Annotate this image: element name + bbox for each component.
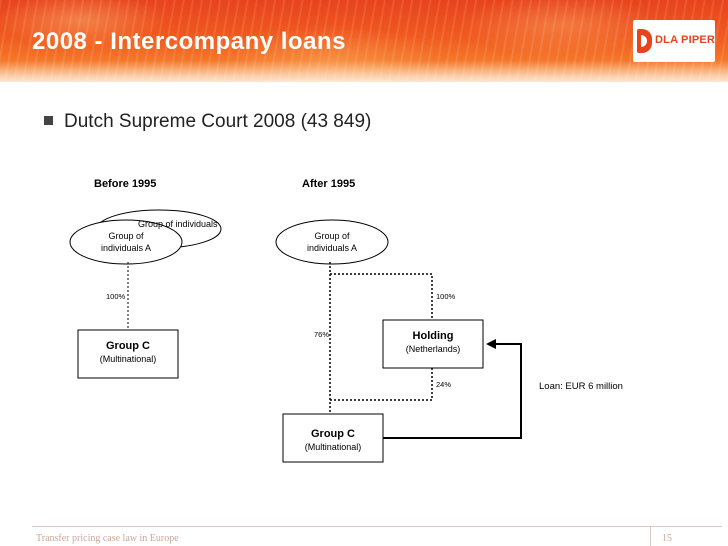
after-group-c-box [282,413,384,463]
before-group-b-text: Group of individuals B [138,219,220,229]
holding-title: Holding [412,330,454,342]
after-group-a-text: Group of individuals A [282,230,382,254]
after-1995-label: After 1995 [302,178,356,190]
loan-arrow [383,339,522,439]
before-group-a-text: Group of individuals A [76,230,176,254]
after-holding-box [382,319,484,369]
before-group-a-line2: individuals A [100,243,152,253]
holding-sub: (Netherlands) [405,344,461,354]
after-group-a-line1: Group of [314,231,350,241]
before-pct-100: 100% [106,292,126,301]
banner-fade [0,60,728,86]
after-pct-76: 76% [314,330,330,339]
before-group-c-title: Group C [106,340,150,352]
slide-title: 2008 - Intercompany loans [32,28,346,55]
after-holding-to-c-line [330,368,433,401]
footer-text: Transfer pricing case law in Europe [36,533,179,544]
after-group-c-label: Group C (Multinational) [283,428,383,452]
logo-text: DLA PIPER [655,34,716,46]
before-1995-label: Before 1995 [94,178,157,190]
page-number: 15 [662,533,672,544]
after-group-c-sub: (Multinational) [304,442,362,452]
before-group-c-sub: (Multinational) [99,354,157,364]
before-group-c-label: Group C (Multinational) [78,340,178,364]
dla-piper-logo: DLA PIPER [633,20,715,62]
after-group-c-title: Group C [311,428,355,440]
after-group-a-line2: individuals A [306,243,358,253]
before-group-a-line1: Group of [108,231,144,241]
bullet-text: Dutch Supreme Court 2008 (43 849) [64,111,372,132]
after-pct-100: 100% [436,292,456,301]
after-a-to-holding-line [330,273,433,320]
holding-label: Holding (Netherlands) [383,330,483,354]
footer-divider-tick [650,526,651,546]
before-group-a-ellipse [69,219,183,265]
loan-label: Loan: EUR 6 million [539,381,623,392]
after-group-a-ellipse [275,219,389,265]
bullet-square-icon [44,116,53,125]
logo-mark-icon [637,29,652,53]
footer-divider [32,526,722,527]
after-pct-24: 24% [436,380,452,389]
before-group-c-box [77,329,179,379]
